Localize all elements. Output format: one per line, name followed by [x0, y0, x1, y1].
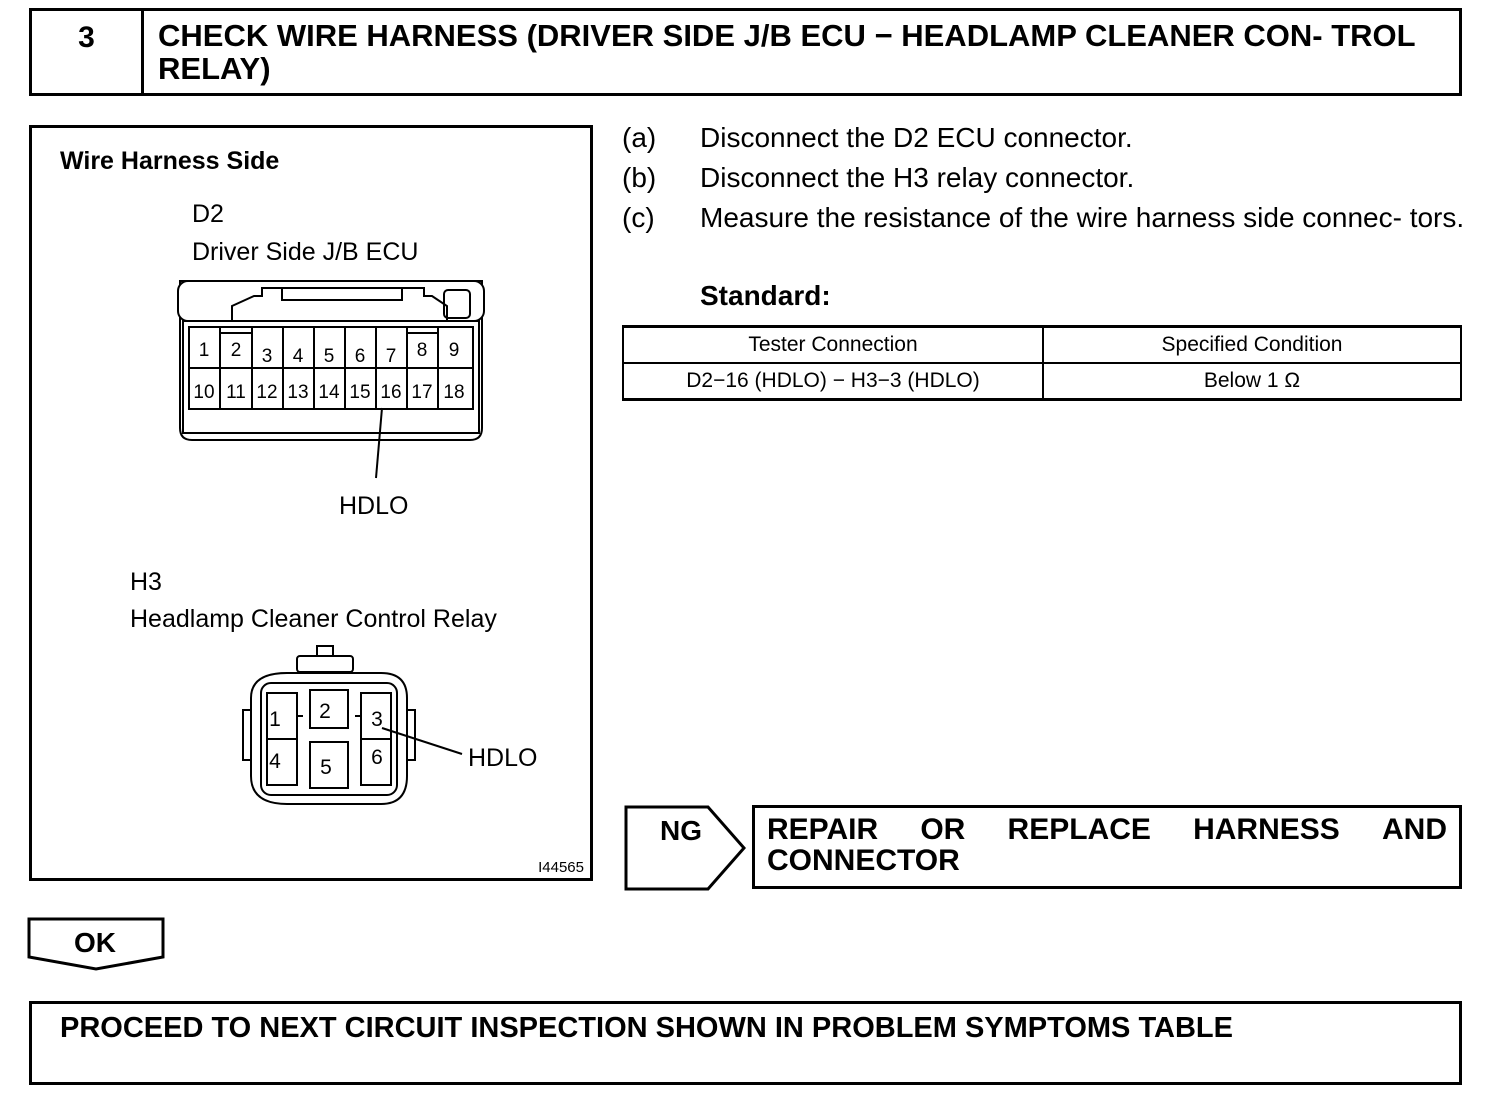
- h3-pin: 4: [269, 750, 281, 773]
- d2-name: Driver Side J/B ECU: [192, 238, 418, 266]
- table-header-row: Tester Connection Specified Condition: [622, 325, 1462, 364]
- d2-pin: 5: [324, 346, 335, 367]
- proceed-box: PROCEED TO NEXT CIRCUIT INSPECTION SHOWN…: [29, 1001, 1462, 1085]
- ng-word: HARNESS: [1193, 813, 1340, 846]
- d2-pin: 11: [226, 382, 246, 403]
- d2-connector-icon: [177, 280, 485, 441]
- table-row: D2−16 (HDLO) − H3−3 (HDLO) Below 1 Ω: [622, 362, 1462, 401]
- connector-diagram-svg: Wire Harness Side D2 Driver Side J/B ECU: [60, 147, 584, 876]
- d2-pin: 14: [318, 382, 340, 403]
- step-title: CHECK WIRE HARNESS (DRIVER SIDE J/B ECU …: [158, 18, 1416, 86]
- h3-pin: 6: [371, 746, 383, 769]
- h3-callout-label: HDLO: [468, 744, 537, 772]
- h3-pin: 2: [319, 700, 331, 723]
- d2-pin: 17: [411, 382, 432, 403]
- d2-pin-row-top: 1 2 3 4 5 6 7 8 9: [199, 340, 460, 367]
- table-cell: Below 1 Ω: [1042, 362, 1462, 401]
- ng-result-box: REPAIR OR REPLACE HARNESS AND CONNECTOR: [752, 805, 1462, 889]
- ok-arrow-icon: OK: [27, 917, 165, 971]
- instruction-text: Measure the resistance of the wire harne…: [700, 202, 1465, 233]
- d2-pin: 12: [256, 382, 277, 403]
- ng-result-text: REPAIR OR REPLACE HARNESS AND CONNECTOR: [767, 814, 1447, 876]
- instruction-text: Disconnect the H3 relay connector.: [700, 162, 1135, 193]
- d2-pin: 1: [199, 340, 210, 361]
- d2-pin: 6: [355, 346, 366, 367]
- step-header: 3 CHECK WIRE HARNESS (DRIVER SIDE J/B EC…: [29, 8, 1462, 96]
- d2-pin: 2: [231, 340, 242, 361]
- ng-word: REPAIR: [767, 813, 879, 846]
- ng-arrow-icon: NG: [624, 805, 746, 891]
- ng-label: NG: [660, 815, 702, 846]
- d2-pin-row-bottom: 10 11 12 13 14 15 16 17 18: [193, 382, 464, 403]
- d2-pin: 8: [417, 340, 428, 361]
- table-header: Specified Condition: [1042, 325, 1462, 364]
- d2-pin: 10: [193, 382, 214, 403]
- table-header: Tester Connection: [622, 325, 1044, 364]
- ng-word: REPLACE: [1007, 813, 1151, 846]
- d2-callout-line: [375, 407, 383, 479]
- instruction-text: Disconnect the D2 ECU connector.: [700, 122, 1133, 153]
- step-number: 3: [32, 11, 144, 93]
- d2-pin: 9: [449, 340, 460, 361]
- diagram-heading: Wire Harness Side: [60, 147, 279, 175]
- instruction-label: (b): [622, 162, 657, 193]
- ok-label: OK: [74, 927, 116, 958]
- h3-pin: 1: [269, 708, 281, 731]
- spec-table: Tester Connection Specified Condition D2…: [622, 325, 1462, 401]
- ng-result-line2: CONNECTOR: [767, 844, 960, 877]
- table-cell: D2−16 (HDLO) − H3−3 (HDLO): [622, 362, 1044, 401]
- instruction-label: (c): [622, 202, 655, 233]
- d2-pin: 15: [349, 382, 370, 403]
- h3-code: H3: [130, 568, 162, 596]
- d2-pin: 16: [380, 382, 401, 403]
- d2-pin: 13: [287, 382, 308, 403]
- h3-pins: 1 2 3 4 5 6: [269, 700, 383, 779]
- h3-pin: 3: [371, 708, 383, 731]
- h3-connector-icon: [242, 645, 416, 805]
- d2-pin: 7: [386, 346, 397, 367]
- ng-word: OR: [920, 813, 966, 846]
- connector-diagram: Wire Harness Side D2 Driver Side J/B ECU: [29, 125, 593, 881]
- h3-callout-line: [381, 727, 463, 755]
- d2-pin: 3: [262, 346, 273, 367]
- d2-callout-label: HDLO: [339, 492, 408, 520]
- figure-id: I44565: [538, 859, 584, 876]
- d2-pin: 18: [443, 382, 464, 403]
- h3-name: Headlamp Cleaner Control Relay: [130, 605, 497, 633]
- h3-pin: 5: [320, 756, 332, 779]
- d2-pin: 4: [293, 346, 304, 367]
- d2-code: D2: [192, 200, 224, 228]
- ng-result-line1: REPAIR OR REPLACE HARNESS AND: [767, 814, 1447, 845]
- instruction-label: (a): [622, 122, 657, 153]
- proceed-text: PROCEED TO NEXT CIRCUIT INSPECTION SHOWN…: [60, 1012, 1233, 1044]
- standard-label: Standard:: [700, 280, 831, 311]
- ng-word: AND: [1382, 813, 1447, 846]
